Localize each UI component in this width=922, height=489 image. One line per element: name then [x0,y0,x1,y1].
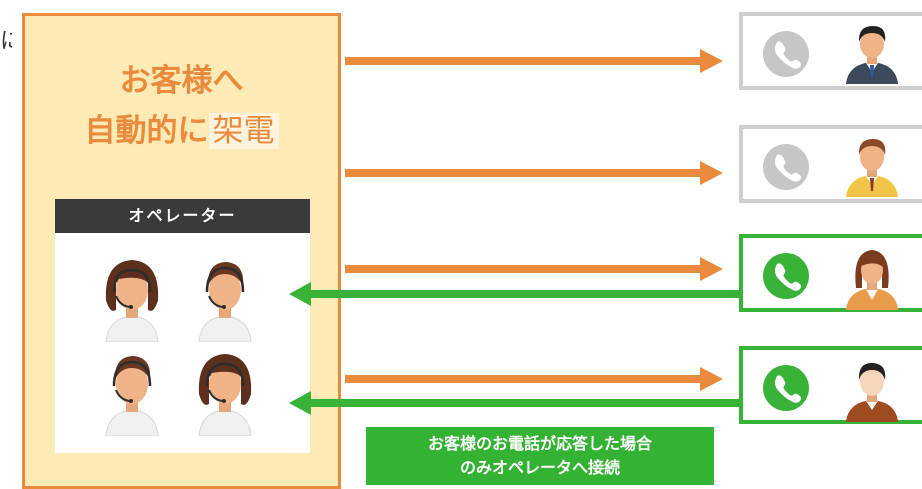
connection-note: お客様のお電話が応答した場合 のみオペレータへ接続 [366,427,714,485]
outgoing-call-arrow-4 [345,367,723,391]
customer-box-4 [739,346,922,424]
panel-title-line1: お客様へ [119,63,244,99]
operator-male-icon [198,262,252,342]
phone-icon [763,144,809,190]
phone-icon [763,365,809,411]
phone-icon [763,253,809,299]
connection-note-line2: のみオペレータへ接続 [459,458,620,477]
connection-note-line1: お客様のお電話が応答した場合 [427,434,652,453]
outgoing-call-arrow-1 [345,49,723,73]
operator-header: オペレーター [55,199,310,233]
customer-businessman-icon [846,26,898,84]
customer-woman-icon [846,250,898,310]
stray-text-fragment: に [0,30,12,54]
connect-operator-arrow-2 [289,391,740,415]
phone-icon [763,31,809,77]
customer-man-icon [846,139,898,197]
connect-operator-arrow-1 [289,282,740,306]
operator-female-icon [198,354,252,436]
panel-title-line2-a: 自動的に [84,113,209,149]
outgoing-call-arrow-3 [345,257,723,281]
panel-title-line2: 自動的に架電 [22,112,341,150]
customer-man-icon [846,362,898,422]
panel-title-line2-b: 架電 [208,113,279,149]
operator-male-icon [105,356,159,436]
operator-female-icon [105,260,159,342]
operator-area [55,233,310,453]
outgoing-call-arrow-2 [345,161,723,185]
